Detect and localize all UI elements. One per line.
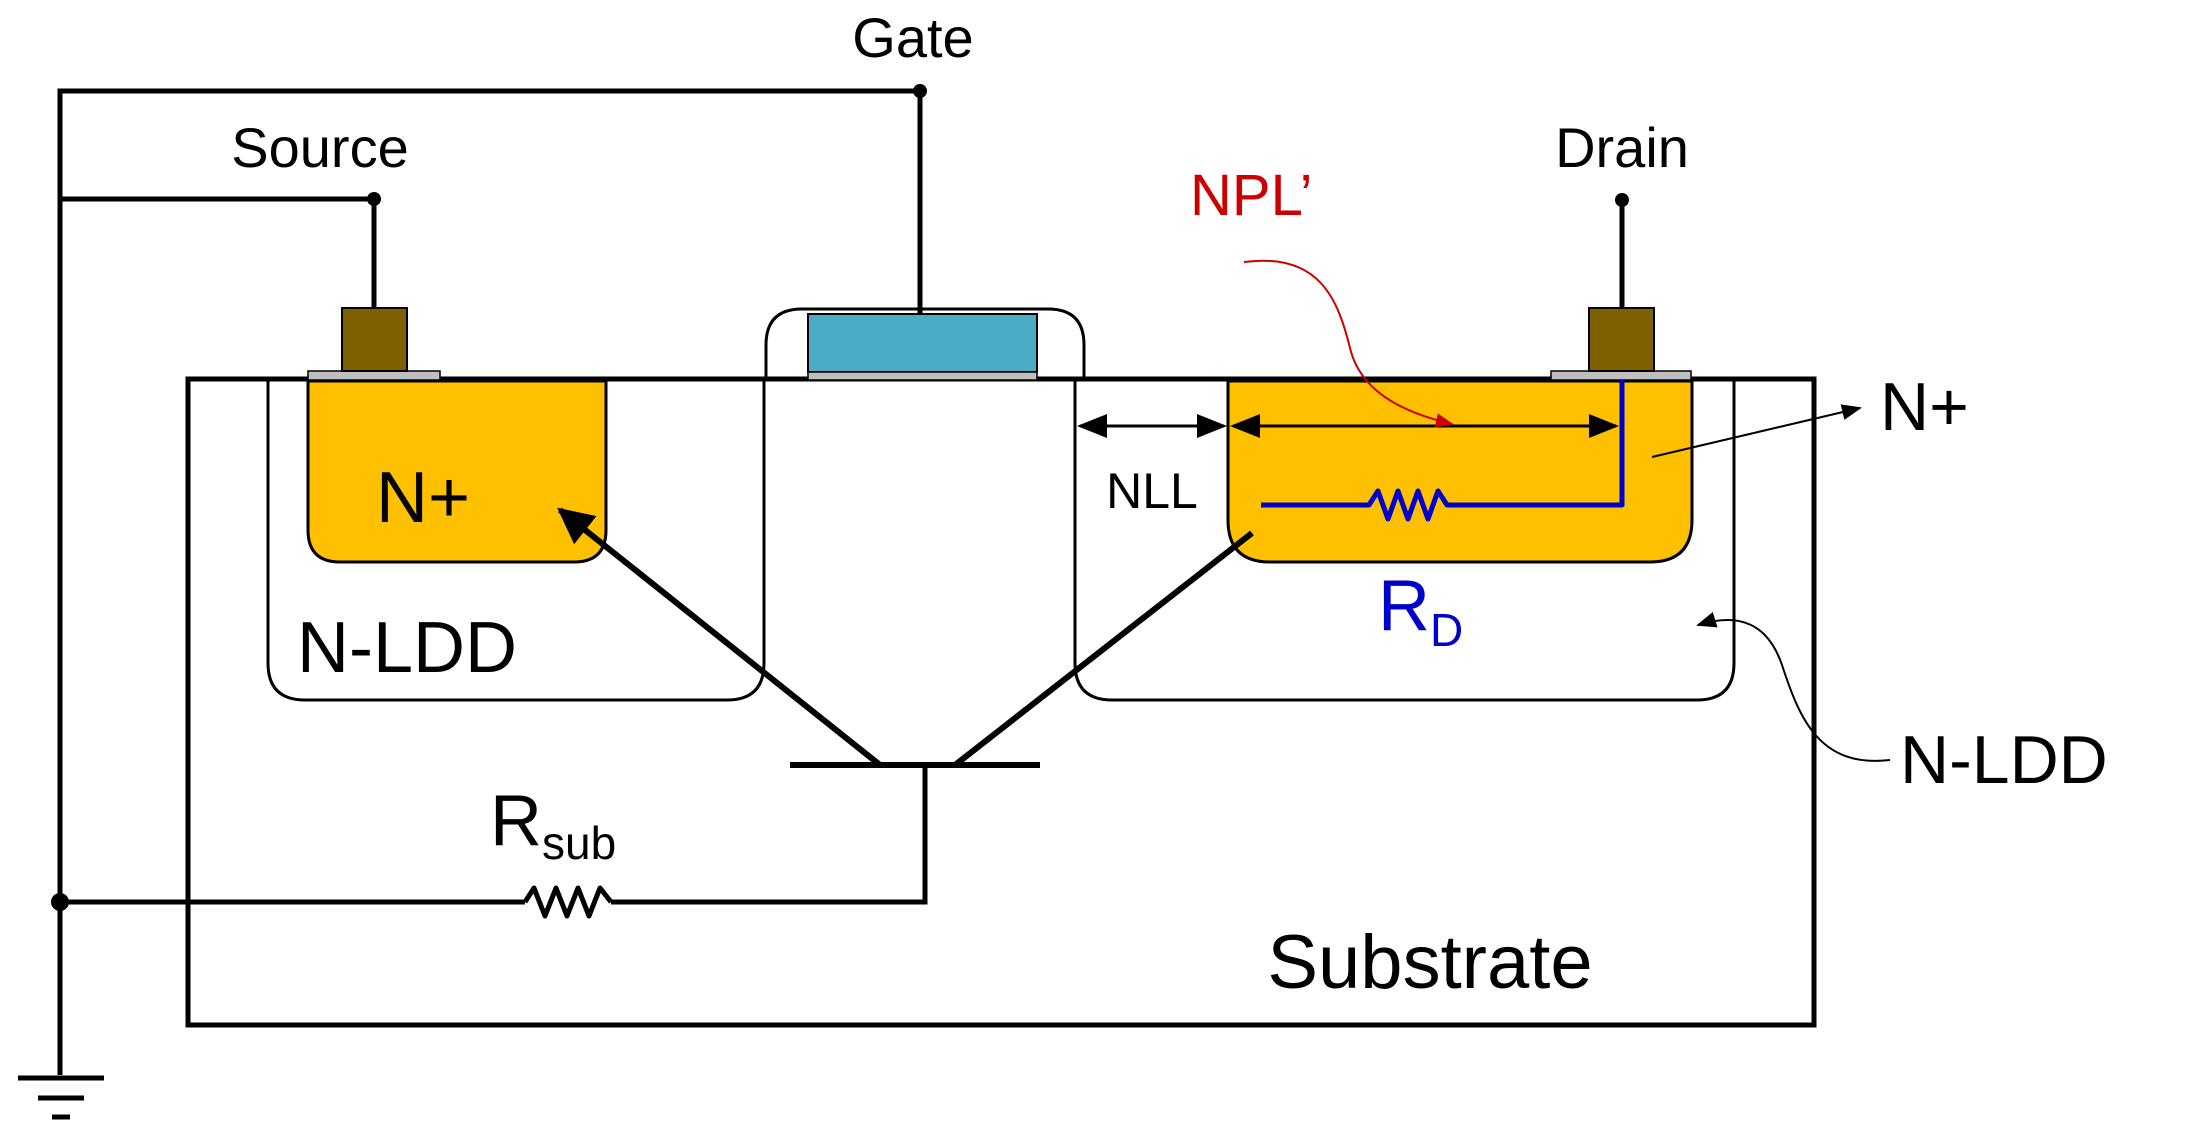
n-plus-pointer-arrow (1651, 404, 1862, 458)
gate-spacer (764, 307, 1086, 379)
drain-silicide (1550, 370, 1692, 381)
npl-label: NPL’ (1190, 163, 1313, 228)
r-d-label-subscript: D (1430, 604, 1463, 656)
n-plus-label-left: N+ (376, 458, 470, 538)
drain-terminal (1615, 193, 1629, 207)
n-ldd-well-right (1073, 379, 1736, 702)
n-ldd-pointer-arrow (1696, 612, 1891, 762)
gate-label: Gate (852, 6, 973, 69)
nll-label: NLL (1106, 463, 1198, 519)
r-sub-resistor-icon (522, 885, 613, 919)
n-plus-region-left (306, 379, 608, 564)
ground-symbol-icon (18, 1075, 104, 1120)
n-plus-label-right: N+ (1880, 369, 1969, 445)
ground-node (51, 893, 69, 911)
substrate-label: Substrate (1267, 920, 1592, 1005)
r-sub-label-main: R (490, 781, 542, 861)
r-d-resistor-icon (1261, 380, 1625, 522)
source-terminal (367, 192, 381, 206)
drain-contact (1588, 307, 1655, 372)
source-label: Source (231, 116, 408, 179)
wiring (57, 88, 1625, 1075)
gate-poly (807, 313, 1038, 373)
gate-terminal (913, 84, 927, 98)
gate-silicide (807, 371, 1038, 381)
parasitic-bjt (557, 507, 1254, 768)
n-ldd-label-right: N-LDD (1900, 722, 2108, 798)
npl-pointer-arrow (1243, 259, 1454, 428)
n-ldd-label-left: N-LDD (297, 608, 517, 688)
r-sub-label-subscript: sub (542, 817, 616, 869)
drain-label: Drain (1555, 116, 1689, 179)
r-d-label-main: R (1378, 566, 1430, 646)
source-silicide (307, 370, 441, 381)
n-ldd-well-left (266, 379, 766, 702)
r-d-label: RD (1378, 566, 1463, 656)
r-sub-label: Rsub (490, 781, 616, 869)
source-contact (341, 307, 408, 372)
